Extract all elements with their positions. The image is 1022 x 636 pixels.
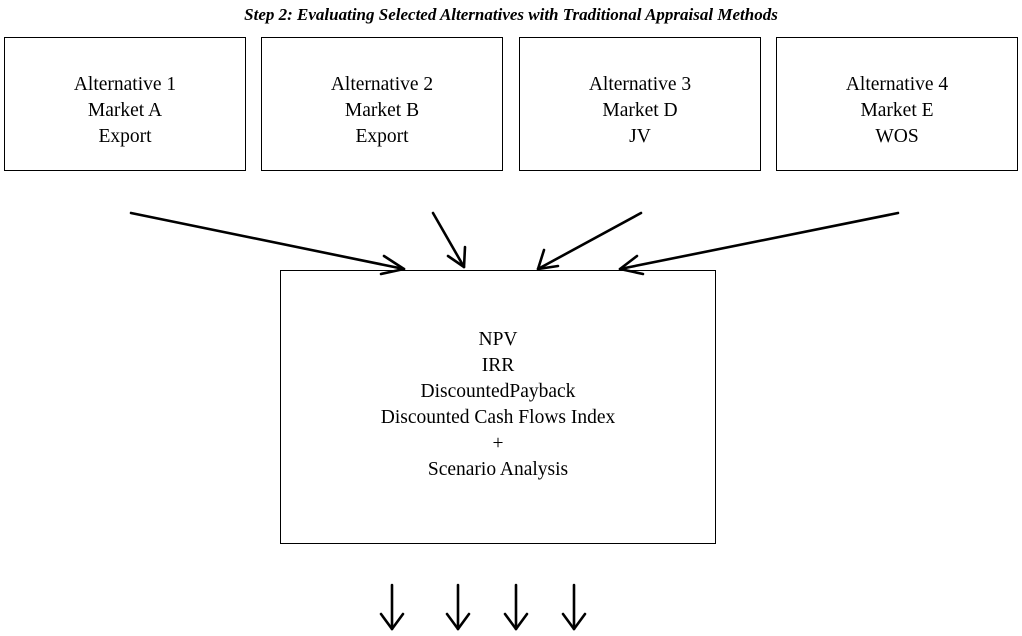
title-text: : Evaluating Selected Alternatives with …	[287, 5, 778, 24]
alternative-3-market: Market D	[602, 100, 678, 121]
arrow-alt4-to-methods	[618, 211, 900, 276]
alternative-2-label: Alternative 2	[330, 74, 434, 95]
arrow-alt3-to-methods	[536, 211, 643, 271]
down-arrow-2	[445, 583, 471, 631]
method-irr: IRR	[481, 355, 515, 376]
method-discounted-payback: DiscountedPayback	[420, 381, 576, 402]
down-arrow-4	[561, 583, 587, 631]
method-discounted-cash-flows-index: Discounted Cash Flows Index	[380, 407, 616, 428]
down-arrow-3	[503, 583, 529, 631]
alternative-1-entry-mode: Export	[98, 126, 152, 147]
alternative-2-market: Market B	[344, 100, 420, 121]
alternative-4-entry-mode: WOS	[875, 126, 919, 147]
alternative-box-1: Alternative 1 Market A Export	[4, 37, 246, 171]
plus-sign: +	[492, 433, 504, 454]
title-step-label: Step 2	[244, 5, 288, 24]
alternative-3-entry-mode: JV	[629, 126, 651, 147]
down-arrow-1	[379, 583, 405, 631]
alternative-4-market: Market E	[860, 100, 934, 121]
appraisal-methods-box: NPV IRR DiscountedPayback Discounted Cas…	[280, 270, 716, 544]
alternative-4-label: Alternative 4	[845, 74, 949, 95]
arrow-alt2-to-methods	[431, 211, 467, 269]
diagram-title: Step 2: Evaluating Selected Alternatives…	[0, 4, 1022, 26]
method-npv: NPV	[478, 329, 518, 350]
alternative-2-entry-mode: Export	[355, 126, 409, 147]
alternative-1-market: Market A	[87, 100, 163, 121]
alternative-box-4: Alternative 4 Market E WOS	[776, 37, 1018, 171]
arrow-alt1-to-methods	[129, 211, 406, 276]
alternative-3-label: Alternative 3	[588, 74, 692, 95]
alternative-box-2: Alternative 2 Market B Export	[261, 37, 503, 171]
alternative-box-3: Alternative 3 Market D JV	[519, 37, 761, 171]
alternative-1-label: Alternative 1	[73, 74, 177, 95]
method-scenario-analysis: Scenario Analysis	[427, 459, 569, 480]
